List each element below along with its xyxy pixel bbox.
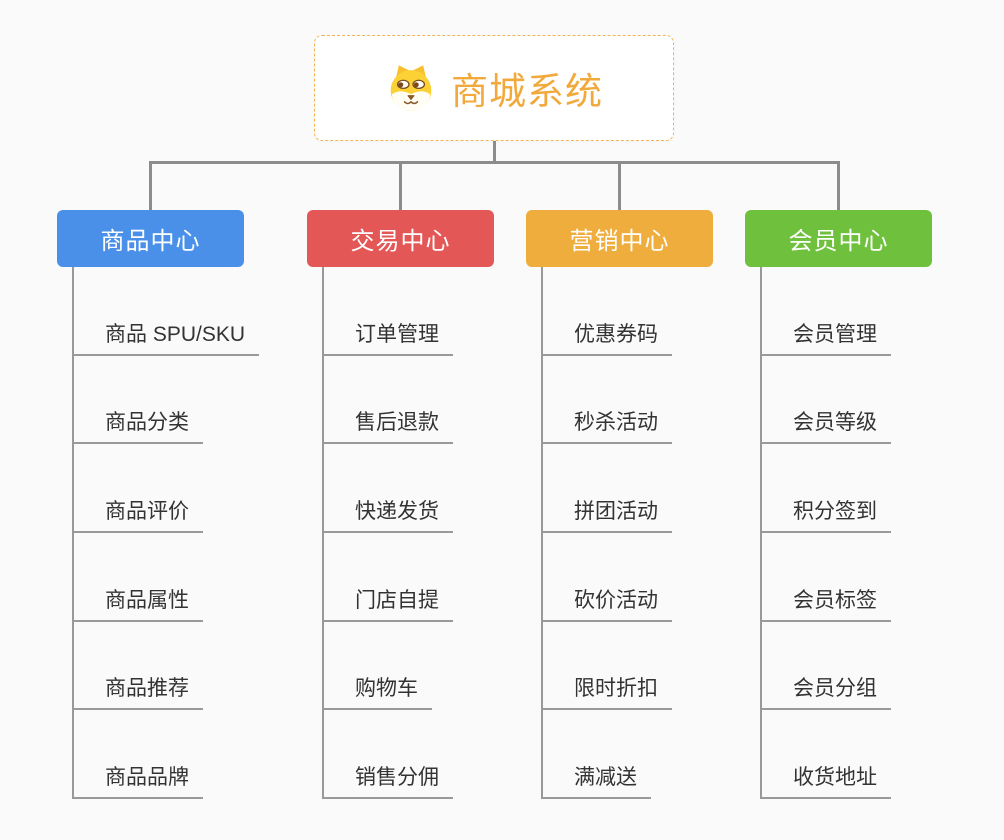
leaf-label[interactable]: 售后退款 [322, 406, 453, 445]
leaf-label[interactable]: 商品品牌 [72, 761, 203, 799]
connector-root-stub [493, 141, 496, 163]
branch-node-3[interactable]: 会员中心 [745, 210, 932, 267]
leaf-item: 购物车 [322, 622, 453, 711]
leaf-item: 销售分佣 [322, 710, 453, 799]
connector-drop-0 [149, 163, 152, 210]
leaf-item: 收货地址 [760, 710, 891, 799]
connector-drop-3 [837, 163, 840, 210]
leaf-label[interactable]: 会员标签 [760, 584, 891, 622]
leaf-item: 门店自提 [322, 533, 453, 622]
branch-column: 会员中心 会员管理会员等级积分签到会员标签会员分组收货地址 [745, 210, 932, 799]
connector-horizontal [149, 161, 840, 164]
leaf-item: 满减送 [541, 710, 672, 799]
dog-face-icon [385, 62, 437, 114]
leaf-label[interactable]: 收货地址 [760, 761, 891, 799]
branch-node-2[interactable]: 营销中心 [526, 210, 713, 267]
leaf-item: 积分签到 [760, 444, 891, 533]
leaf-item: 优惠券码 [541, 267, 672, 356]
branch-label: 交易中心 [350, 228, 451, 255]
branch-leaves: 优惠券码秒杀活动拼团活动砍价活动限时折扣满减送 [541, 267, 672, 799]
leaf-item: 售后退款 [322, 356, 453, 445]
leaf-label[interactable]: 销售分佣 [322, 761, 453, 799]
leaf-item: 砍价活动 [541, 533, 672, 622]
leaf-label[interactable]: 订单管理 [322, 318, 453, 356]
leaf-item: 商品推荐 [72, 622, 259, 711]
branch-label: 营销中心 [569, 228, 670, 255]
leaf-label[interactable]: 满减送 [541, 761, 651, 799]
leaf-label[interactable]: 会员等级 [760, 406, 891, 445]
leaf-label[interactable]: 砍价活动 [541, 584, 672, 622]
leaf-item: 商品评价 [72, 444, 259, 533]
leaf-item: 会员分组 [760, 622, 891, 711]
branch-node-0[interactable]: 商品中心 [57, 210, 244, 267]
leaf-item: 订单管理 [322, 267, 453, 356]
branch-column: 营销中心 优惠券码秒杀活动拼团活动砍价活动限时折扣满减送 [526, 210, 713, 799]
leaf-label[interactable]: 优惠券码 [541, 318, 672, 356]
leaf-label[interactable]: 快递发货 [322, 495, 453, 533]
leaf-label[interactable]: 商品属性 [72, 584, 203, 622]
leaf-item: 限时折扣 [541, 622, 672, 711]
connector-drop-2 [618, 163, 621, 210]
leaf-item: 拼团活动 [541, 444, 672, 533]
branch-node-1[interactable]: 交易中心 [307, 210, 494, 267]
branch-label: 商品中心 [100, 228, 201, 255]
leaf-label[interactable]: 会员管理 [760, 318, 891, 356]
leaf-item: 商品品牌 [72, 710, 259, 799]
leaf-label[interactable]: 会员分组 [760, 672, 891, 711]
root-title: 商城系统 [451, 71, 603, 112]
leaf-label[interactable]: 商品推荐 [72, 672, 203, 711]
connector-drop-1 [399, 163, 402, 210]
leaf-label[interactable]: 商品 SPU/SKU [72, 318, 260, 356]
leaf-label[interactable]: 限时折扣 [541, 672, 672, 711]
leaf-item: 秒杀活动 [541, 356, 672, 445]
branch-leaves: 订单管理售后退款快递发货门店自提购物车销售分佣 [322, 267, 453, 799]
leaf-label[interactable]: 商品分类 [72, 406, 203, 445]
leaf-item: 商品分类 [72, 356, 259, 445]
leaf-label[interactable]: 拼团活动 [541, 495, 672, 533]
branch-column: 交易中心 订单管理售后退款快递发货门店自提购物车销售分佣 [307, 210, 494, 799]
leaf-item: 快递发货 [322, 444, 453, 533]
leaf-item: 商品 SPU/SKU [72, 267, 260, 356]
root-node[interactable]: 商城系统 [314, 35, 674, 141]
leaf-item: 会员等级 [760, 356, 891, 445]
branch-label: 会员中心 [788, 228, 889, 255]
leaf-item: 商品属性 [72, 533, 259, 622]
branch-leaves: 商品 SPU/SKU 商品分类商品评价商品属性商品推荐商品品牌 [72, 267, 260, 799]
leaf-label[interactable]: 秒杀活动 [541, 406, 672, 445]
leaf-label[interactable]: 商品评价 [72, 495, 203, 533]
branch-column: 商品中心 商品 SPU/SKU 商品分类商品评价商品属性商品推荐商品品牌 [57, 210, 260, 799]
branch-leaves: 会员管理会员等级积分签到会员标签会员分组收货地址 [760, 267, 891, 799]
leaf-item: 会员标签 [760, 533, 891, 622]
leaf-label[interactable]: 购物车 [322, 672, 432, 711]
leaf-item: 会员管理 [760, 267, 891, 356]
leaf-label[interactable]: 门店自提 [322, 584, 453, 622]
leaf-label[interactable]: 积分签到 [760, 495, 891, 533]
